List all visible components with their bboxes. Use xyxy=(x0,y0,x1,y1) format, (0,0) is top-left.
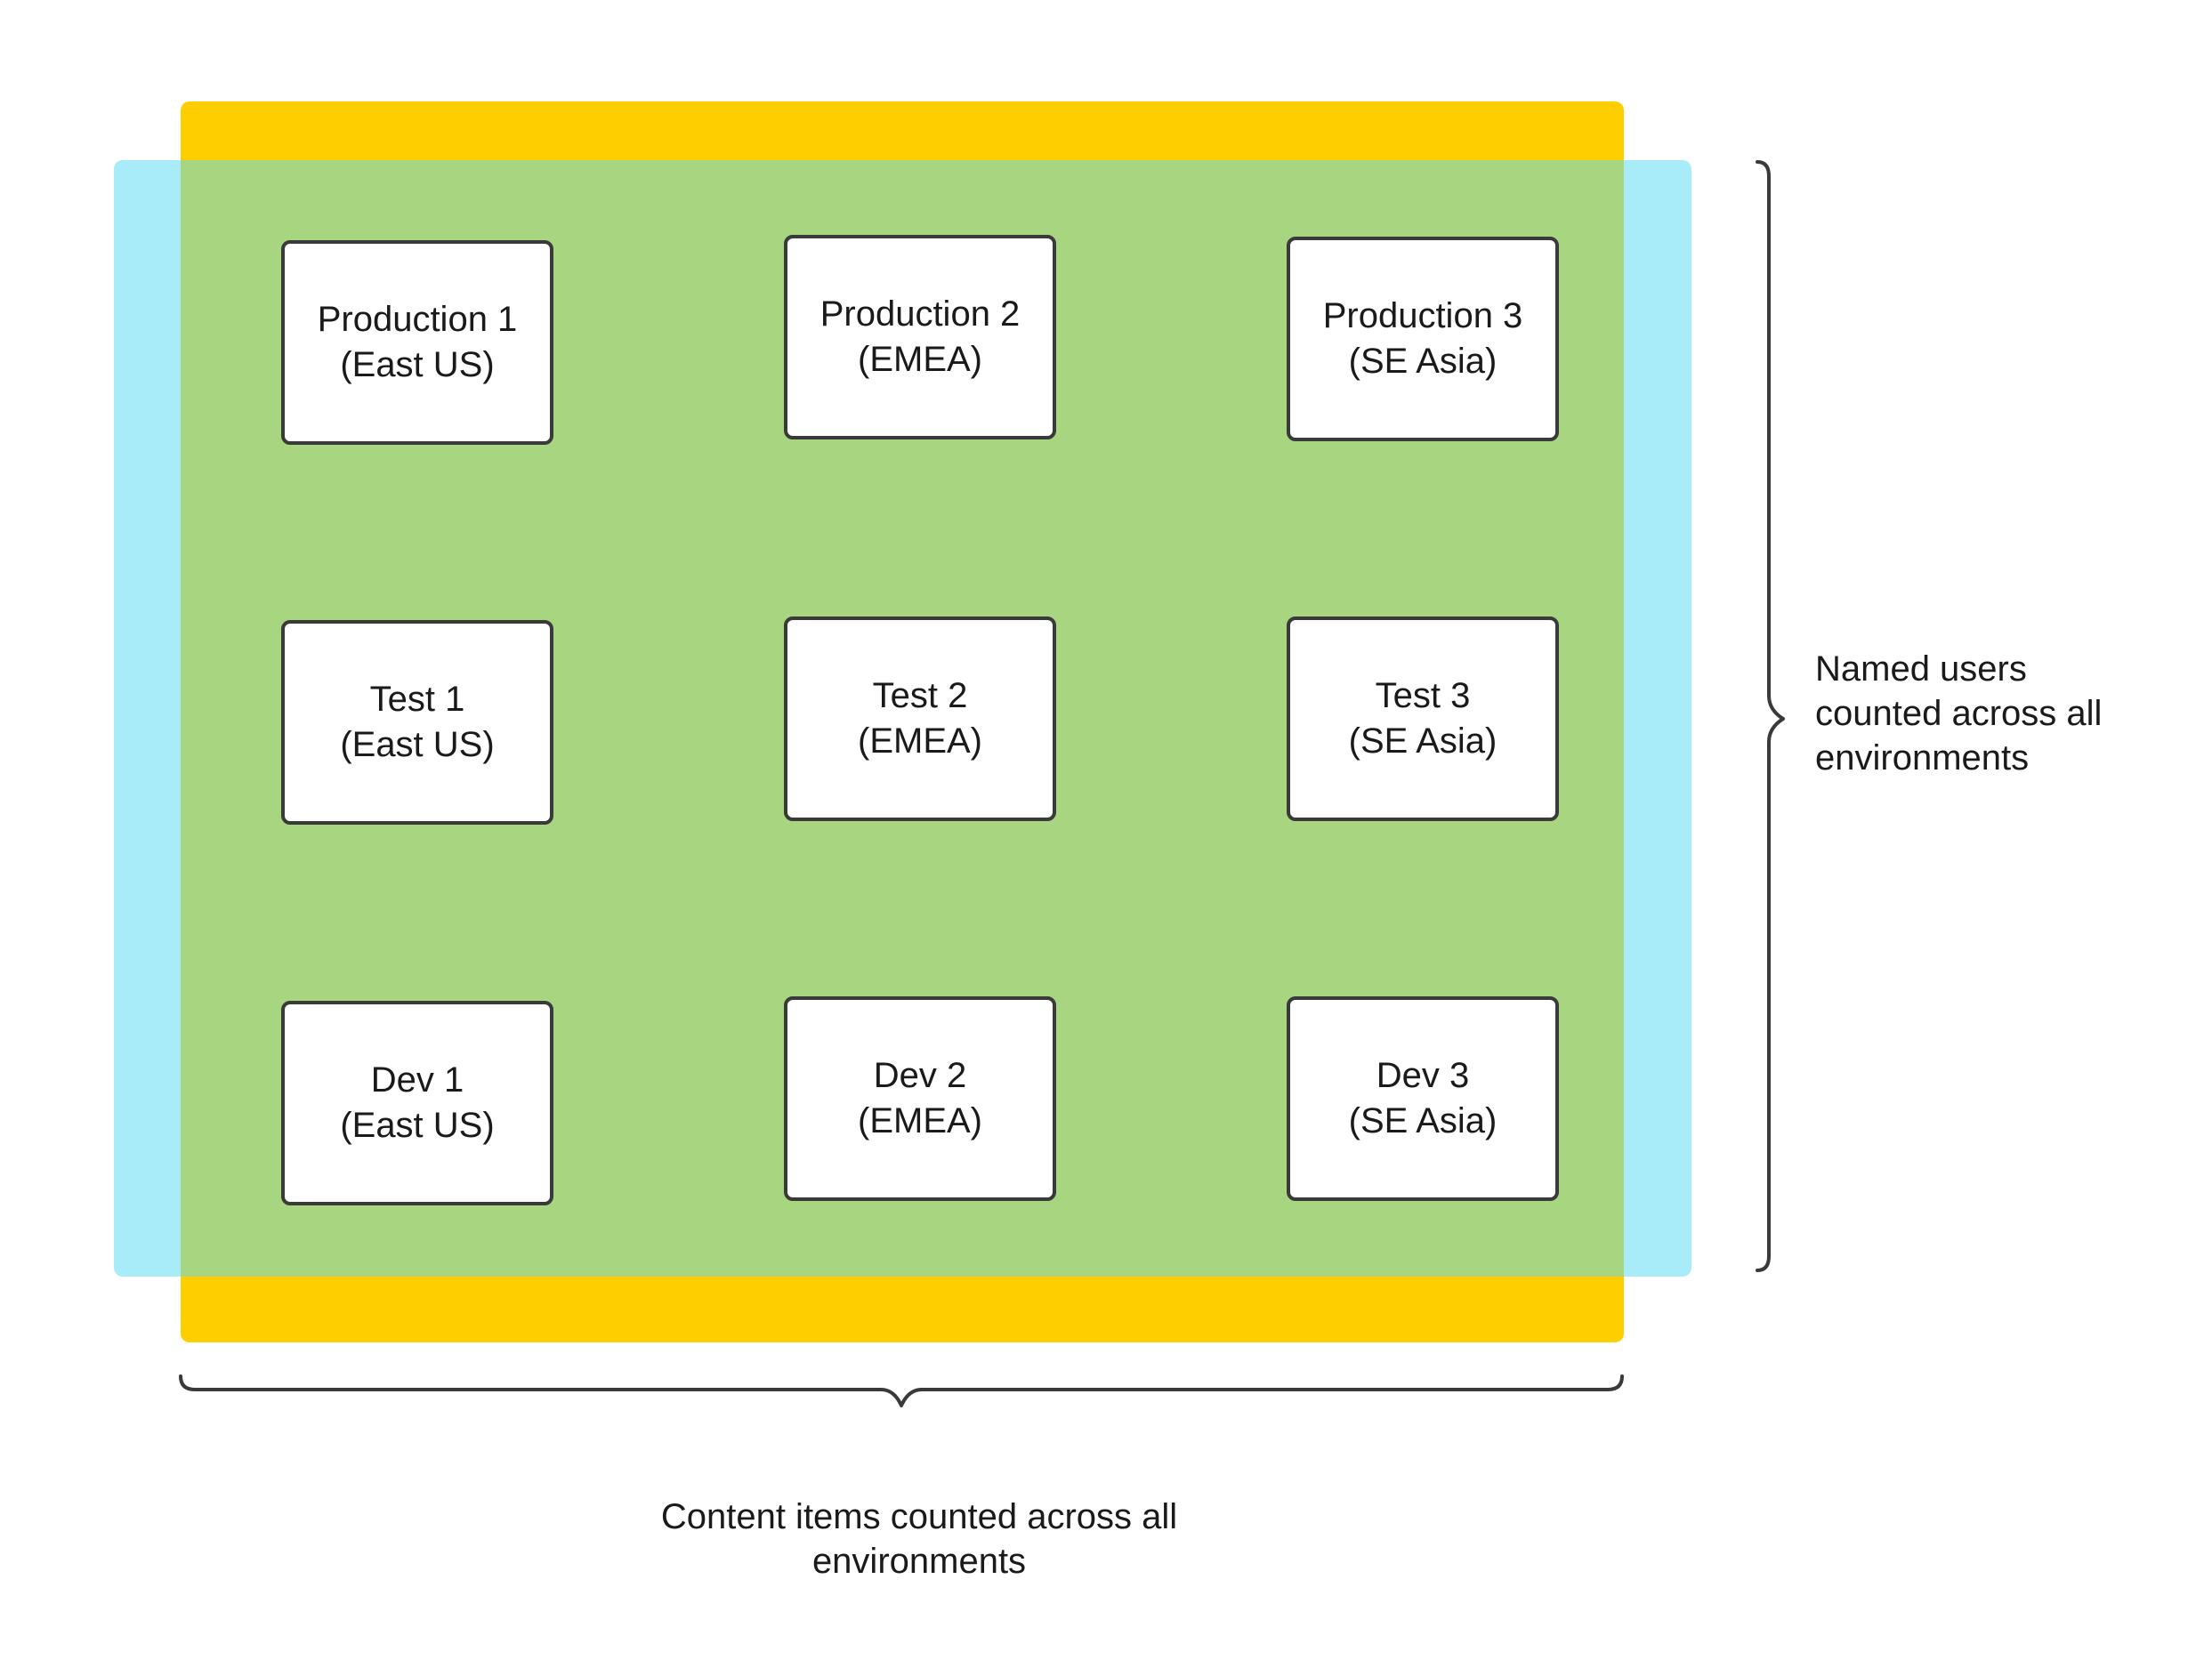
bottom-curly-bracket xyxy=(179,1374,1624,1407)
named-users-annotation: Named users counted across all environme… xyxy=(1815,647,2189,780)
env-name: Test 3 xyxy=(1375,676,1471,715)
env-name: Dev 2 xyxy=(873,1056,967,1095)
env-region: (EMEA) xyxy=(858,721,982,761)
env-name: Production 3 xyxy=(1322,296,1523,335)
env-region: (East US) xyxy=(340,1106,495,1145)
named-users-line-1: Named users xyxy=(1815,649,2027,689)
env-region: (SE Asia) xyxy=(1348,1101,1498,1140)
env-box-test-1: Test 1 (East US) xyxy=(281,620,553,825)
env-region: (EMEA) xyxy=(858,340,982,379)
env-region: (East US) xyxy=(340,725,495,764)
env-box-test-2: Test 2 (EMEA) xyxy=(784,616,1056,821)
right-bracket-path xyxy=(1756,160,1785,1272)
right-curly-bracket xyxy=(1756,160,1785,1272)
env-name: Test 1 xyxy=(369,680,465,719)
content-items-line-2: environments xyxy=(811,1542,1027,1581)
bottom-bracket-path xyxy=(179,1374,1624,1407)
env-name: Test 2 xyxy=(872,676,968,715)
env-name: Production 2 xyxy=(819,294,1021,334)
env-box-production-1: Production 1 (East US) xyxy=(281,240,553,445)
env-name: Dev 3 xyxy=(1376,1056,1470,1095)
env-name: Dev 1 xyxy=(370,1060,464,1100)
env-box-dev-3: Dev 3 (SE Asia) xyxy=(1287,996,1559,1201)
env-name: Production 1 xyxy=(317,300,518,339)
env-region: (East US) xyxy=(340,345,495,384)
env-region: (EMEA) xyxy=(858,1101,982,1140)
content-items-line-1: Content items counted across all xyxy=(660,1497,1178,1536)
content-items-annotation: Content items counted across all environ… xyxy=(552,1495,1287,1583)
named-users-line-3: environments xyxy=(1815,738,2030,778)
env-box-production-2: Production 2 (EMEA) xyxy=(784,235,1056,439)
env-box-dev-2: Dev 2 (EMEA) xyxy=(784,996,1056,1201)
env-box-production-3: Production 3 (SE Asia) xyxy=(1287,237,1559,441)
env-box-test-3: Test 3 (SE Asia) xyxy=(1287,616,1559,821)
named-users-line-2: counted across all xyxy=(1815,694,2103,733)
env-region: (SE Asia) xyxy=(1348,721,1498,761)
env-region: (SE Asia) xyxy=(1348,342,1498,381)
env-box-dev-1: Dev 1 (East US) xyxy=(281,1001,553,1205)
